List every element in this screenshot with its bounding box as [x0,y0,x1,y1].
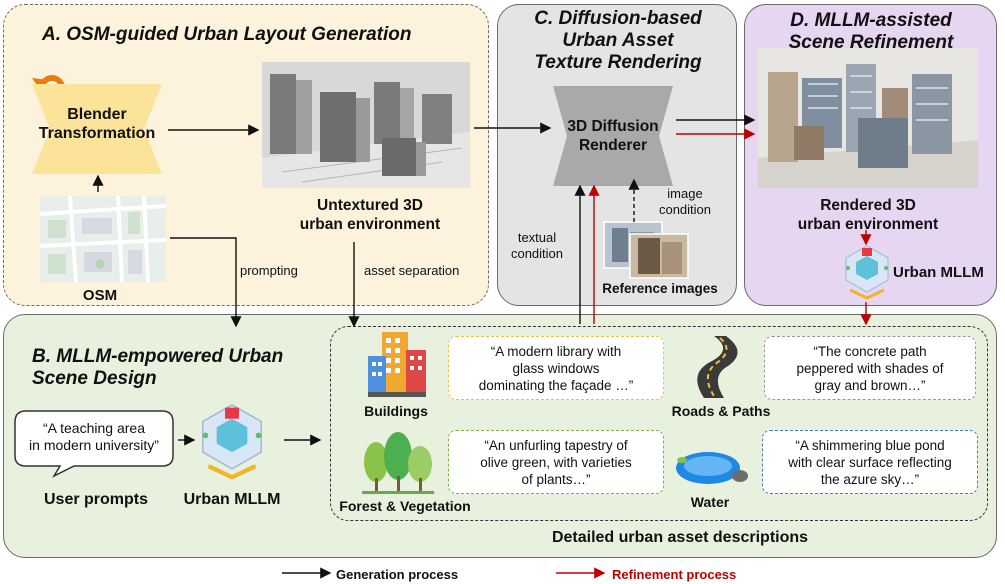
urban-mllm-b-cube-icon [202,403,262,480]
user-prompts-label: User prompts [43,491,149,508]
diffusion-renderer-label: 3D Diffusion Renderer [567,118,659,154]
untextured-3d-label: Untextured 3D urban environment [299,197,441,233]
reference-images-label: Reference images [602,281,718,296]
textual-condition-label: textual condition [510,230,564,261]
user-prompt-bubble [14,410,174,478]
panel-d-title: D. MLLM-assisted Scene Refinement [788,10,954,53]
urban-mllm-cube-icon [845,245,889,300]
buildings-icon [368,332,426,397]
untextured-3d-image [262,62,470,188]
panel-b-urban-mllm-label: Urban MLLM [183,491,281,508]
panel-b-title: B. MLLM-empowered Urban Scene Design [32,346,284,389]
panel-d-urban-mllm-label: Urban MLLM [893,264,984,281]
panel-a-title: A. OSM-guided Urban Layout Generation [42,24,412,45]
blender-transformation-shape [32,84,162,174]
road-icon [697,336,738,398]
osm-map-image [39,195,167,283]
buildings-description: “A modern library with glass windows dom… [448,336,664,400]
forest-label: Forest & Vegetation [339,498,471,514]
forest-icon [362,432,434,494]
roads-description: “The concrete path peppered with shades … [764,336,976,400]
blender-transformation-label: Blender Transformation [38,106,156,142]
asset-separation-label: asset separation [364,263,460,278]
descriptions-dashed-box [330,326,988,521]
water-description: “A shimmering blue pond with clear surfa… [762,430,978,494]
legend-generation-label: Generation process [336,567,459,582]
detailed-descriptions-label: Detailed urban asset descriptions [551,529,809,546]
reference-images [603,221,689,279]
buildings-label: Buildings [364,403,428,419]
diffusion-renderer-shape [553,86,673,186]
panel-c-title: C. Diffusion-based Urban Asset Texture R… [534,8,702,73]
rendered-3d-label: Rendered 3D urban environment [797,197,939,233]
user-prompt-text: “A teaching area in modern university” [29,420,159,453]
image-condition-label: image condition [658,186,712,217]
roads-label: Roads & Paths [671,403,771,419]
legend-refinement-label: Refinement process [612,567,737,582]
arrow-prompting [170,237,242,328]
water-label: Water [690,494,730,510]
prompting-label: prompting [240,263,298,278]
rendered-3d-image [758,48,978,188]
water-icon [676,452,748,484]
osm-label: OSM [82,287,118,304]
forest-description: “An unfurling tapestry of olive green, w… [448,430,664,494]
